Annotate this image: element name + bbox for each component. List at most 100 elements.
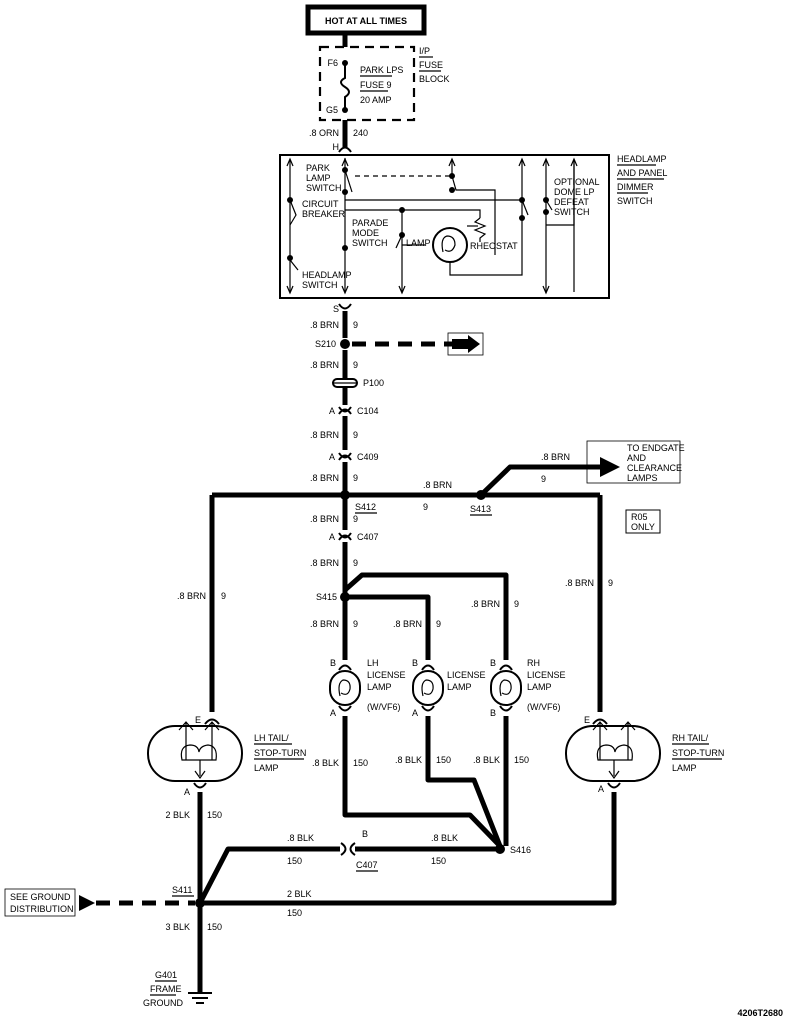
connector-pin-s: S [333, 304, 339, 314]
diagram-label-main-g3: .8 BRN [310, 430, 339, 440]
diagram-label-rh-license-l1: RH [527, 658, 540, 668]
connector-c104-bottom [338, 406, 352, 413]
hot-at-all-times-box: HOT AT ALL TIMES [305, 4, 427, 36]
diagram-label-rh-license-b: B [490, 658, 496, 668]
connector-h-icon [338, 146, 352, 153]
rheostat-label: RHEOSTAT [470, 241, 518, 251]
diagram-label-left-branch-pin-e: E [195, 715, 201, 725]
connector-c104-top [338, 408, 352, 415]
lh-license-lamp: B A LH LICENSE LAMP (W/VF6) [329, 658, 406, 718]
connector-s-icon [338, 303, 352, 310]
diagram-label-endgate-t3: CLEARANCE [627, 463, 682, 473]
fuse-pin-f6: F6 [327, 58, 338, 68]
diagram-label-main-g5: .8 BRN [310, 514, 339, 524]
diagram-label-main-c7: 9 [353, 619, 358, 629]
diagram-label-ground-dist-l2: DISTRIBUTION [10, 904, 74, 914]
diagram-label-lh-license-l1: LH [367, 658, 379, 668]
wire-license-ground [425, 716, 503, 847]
ip-fuse-block: F6 G5 PARK LPS FUSE 9 20 AMP I/P FUSE BL… [318, 45, 450, 122]
wire-s415-to-license [345, 594, 431, 660]
diagram-label-main-c9: 9 [514, 599, 519, 609]
diagram-label-blk-c5: 150 [287, 856, 302, 866]
wire-c407-to-s411 [197, 846, 340, 905]
diagram-label-blk-c3: 150 [514, 755, 529, 765]
diagram-label-main-g4: .8 BRN [310, 473, 339, 483]
diagram-label-license-a: A [412, 708, 418, 718]
diagram-label-rh-license-l4: (W/VF6) [527, 702, 561, 712]
s415-label: S415 [316, 592, 337, 602]
diagram-label-blk-g7: 2 BLK [287, 889, 312, 899]
s412-label: S412 [355, 502, 376, 512]
diagram-label-rh-license-l2: LICENSE [527, 670, 566, 680]
diagram-label-lh-license-l2: LICENSE [367, 670, 406, 680]
diagram-label-main-g6: .8 BRN [310, 558, 339, 568]
diagram-label-r05-l1: R05 [631, 512, 648, 522]
connector-pin-h: H [333, 142, 340, 152]
diagram-id: 4206T2680 [737, 1008, 783, 1018]
diagram-label-main-g9: .8 BRN [471, 599, 500, 609]
fuse-block-label-3: BLOCK [419, 74, 450, 84]
diagram-label-license-b: B [412, 658, 418, 668]
connector-c407-top [338, 534, 352, 541]
parade-mode-2: MODE [352, 228, 379, 238]
diagram-label-rh-tail-pin-a: A [598, 784, 604, 794]
p100-label: P100 [363, 378, 384, 388]
optional-dome-3: DEFEAT [554, 197, 589, 207]
diagram-label-blk-g8: 3 BLK [165, 922, 190, 932]
arrow-left-icon [79, 895, 95, 911]
diagram-label-blk-c6: 150 [431, 856, 446, 866]
rh-tail-lamp: RH TAIL/ STOP-TURN LAMP A [565, 721, 724, 794]
diagram-label-blk-g6: .8 BLK [431, 833, 458, 843]
license-lamp: B A LICENSE LAMP [412, 658, 486, 718]
diagram-label-lh-tail-l1: LH TAIL/ [254, 733, 289, 743]
arrow-right-icon [600, 457, 620, 477]
diagram-label-blk-g5: .8 BLK [287, 833, 314, 843]
connector-c407b-right [349, 842, 356, 856]
s413-label: S413 [470, 504, 491, 514]
diagram-label-main-c4: 9 [353, 473, 358, 483]
rh-license-lamp: B B RH LICENSE LAMP (W/VF6) [490, 658, 566, 718]
frame-label: FRAME [150, 984, 182, 994]
circuit-breaker-1: CIRCUIT [302, 199, 339, 209]
diagram-label-endgate-t4: LAMPS [627, 473, 658, 483]
p100-passthrough-icon [332, 378, 358, 388]
diagram-label-lh-license-l4: (W/VF6) [367, 702, 401, 712]
park-lamp-switch-3: SWITCH [306, 183, 342, 193]
headlamp-switch-1: HEADLAMP [302, 270, 352, 280]
switch-title-2: AND PANEL [617, 168, 667, 178]
headlamp-switch-box: HEADLAMP AND PANEL DIMMER SWITCH [279, 154, 667, 299]
diagram-label-lh-license-a: A [330, 708, 336, 718]
wire-240-gauge: .8 ORN [309, 128, 339, 138]
diagram-label-main-c2: 9 [353, 360, 358, 370]
park-lamp-switch-1: PARK [306, 163, 330, 173]
diagram-label-blk-c8: 150 [207, 922, 222, 932]
s416-label: S416 [510, 845, 531, 855]
diagram-label-main-c4b: 9 [423, 502, 428, 512]
c407b-label: C407 [356, 860, 378, 870]
diagram-label-blk-g3: .8 BLK [473, 755, 500, 765]
optional-dome-4: SWITCH [554, 207, 590, 217]
wire-s415-to-rh-license [343, 572, 509, 660]
wire-s413-to-endgate [479, 464, 605, 497]
ground-icon [188, 992, 212, 1004]
parade-mode-1: PARADE [352, 218, 388, 228]
diagram-label-main-g8: .8 BRN [393, 619, 422, 629]
diagram-label-blk-g2: .8 BLK [395, 755, 422, 765]
diagram-label-endgate-t2: AND [627, 453, 647, 463]
diagram-label-main-c6: 9 [353, 558, 358, 568]
ground-distribution-box: SEE GROUND DISTRIBUTION [4, 888, 76, 917]
s411-label: S411 [172, 885, 192, 895]
switch-title-4: SWITCH [617, 196, 653, 206]
park-lamp-switch-2: LAMP [306, 173, 331, 183]
diagram-label-main-a2: A [329, 452, 335, 462]
fuse-element-icon [340, 63, 350, 110]
fuse-rating: 20 AMP [360, 95, 392, 105]
diagram-label-main-g2: .8 BRN [310, 360, 339, 370]
fuse-number: FUSE 9 [360, 80, 392, 90]
diagram-label-main-c3: 9 [353, 430, 358, 440]
diagram-label-license-l1: LICENSE [447, 670, 486, 680]
diagram-label-rh-tail-l3: LAMP [672, 763, 697, 773]
parade-mode-3: SWITCH [352, 238, 388, 248]
diagram-label-left-branch-g: .8 BRN [177, 591, 206, 601]
diagram-label-lh-license-b: B [330, 658, 336, 668]
